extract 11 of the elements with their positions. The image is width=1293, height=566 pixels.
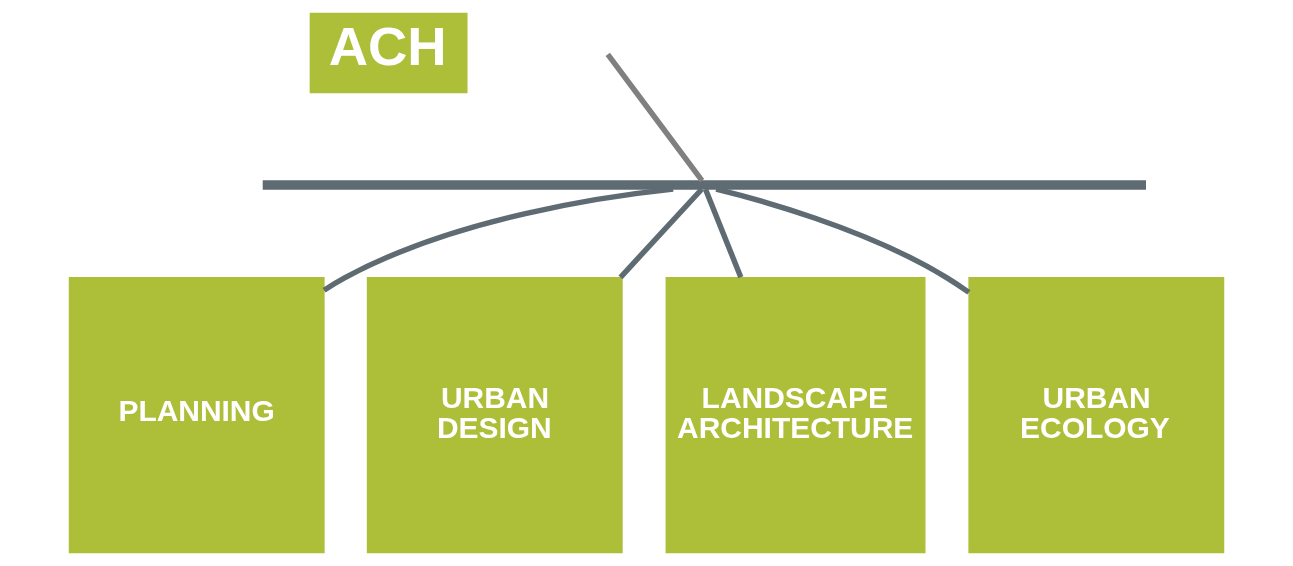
node-box: URBAN DESIGN	[366, 276, 623, 554]
node-box: LANDSCAPE ARCHITECTURE	[665, 276, 926, 554]
connector	[322, 186, 674, 293]
node-bar	[262, 180, 1146, 190]
connector	[605, 52, 705, 183]
connector	[702, 188, 744, 279]
connector	[618, 187, 704, 280]
node-box: ACH	[309, 12, 468, 94]
connector	[715, 186, 971, 295]
node-box: URBAN ECOLOGY	[968, 276, 1225, 554]
node-box: PLANNING	[68, 276, 325, 554]
